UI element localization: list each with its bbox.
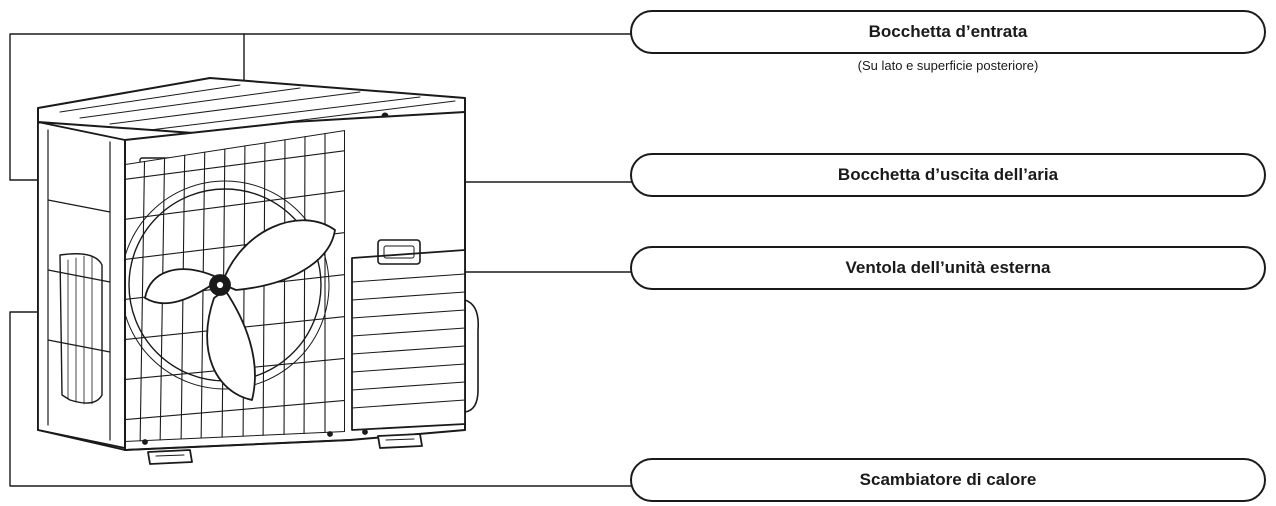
label-exchanger: Scambiatore di calore — [630, 458, 1266, 502]
label-inlet-note: (Su lato e superficie posteriore) — [857, 58, 1039, 73]
service-panel — [351, 239, 480, 431]
side-panel — [37, 121, 126, 449]
label-inlet: Bocchetta d’entrata — [630, 10, 1266, 54]
label-fan-text: Ventola dell’unità esterna — [845, 258, 1051, 277]
fan-blades — [144, 219, 336, 401]
leader-inlet — [9, 33, 633, 181]
label-inlet-text: Bocchetta d’entrata — [868, 22, 1028, 41]
label-outlet-text: Bocchetta d’uscita dell’aria — [837, 165, 1059, 184]
label-fan: Ventola dell’unità esterna — [630, 246, 1266, 290]
base-feet — [37, 429, 423, 465]
label-exchanger-text: Scambiatore di calore — [859, 470, 1037, 489]
label-outlet: Bocchetta d’uscita dell’aria — [630, 153, 1266, 197]
